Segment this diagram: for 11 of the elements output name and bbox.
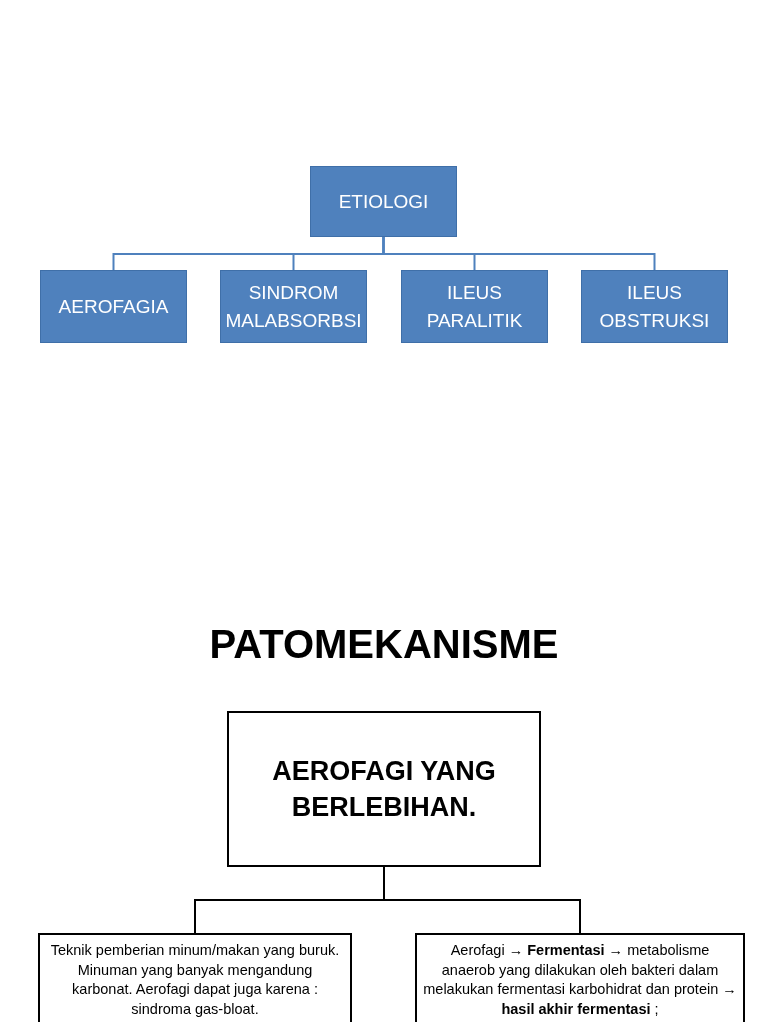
text-box: Aerofagi → Fermentasi → metabolisme anaerob yang dilakukan oleh bakteri dalam melakukan fermentasi karbohidrat dan protein → hasil akhir fermentasi ;	[415, 933, 745, 1022]
heading-box: AEROFAGI YANG BERLEBIHAN.	[227, 711, 541, 867]
process-box: AEROFAGIA	[40, 270, 187, 343]
title: PATOMEKANISME	[208, 622, 560, 667]
process-box: ILEUS PARALITIK	[401, 270, 548, 343]
text-box: Teknik pemberian minum/makan yang buruk. Minuman yang banyak mengandung karbonat. Aerofagi dapat juga karena : sindroma gas-bloat.	[38, 933, 352, 1022]
process-box: ETIOLOGI	[310, 166, 457, 237]
connector-line	[383, 866, 581, 934]
process-box: SINDROM MALABSORBSI	[220, 270, 367, 343]
process-box: ILEUS OBSTRUKSI	[581, 270, 728, 343]
connector-line	[382, 236, 656, 271]
